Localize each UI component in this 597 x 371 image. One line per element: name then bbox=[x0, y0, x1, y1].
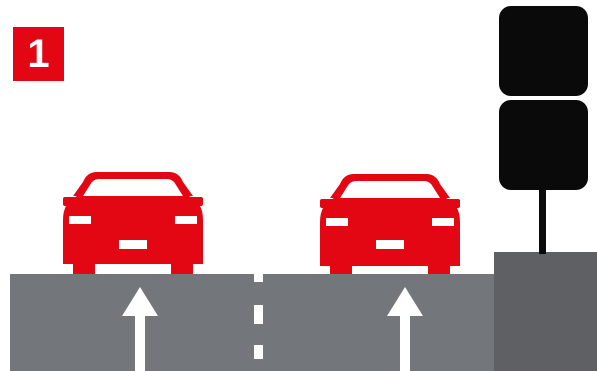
traffic-light-pole bbox=[539, 190, 546, 254]
car-left bbox=[63, 172, 203, 274]
road-surface bbox=[10, 274, 494, 371]
car-right bbox=[320, 174, 460, 274]
traffic-light-lamp-top bbox=[499, 6, 588, 96]
traffic-light-base-block bbox=[494, 252, 597, 371]
traffic-light-lamp-bottom bbox=[499, 100, 588, 190]
traffic-light bbox=[499, 6, 588, 254]
